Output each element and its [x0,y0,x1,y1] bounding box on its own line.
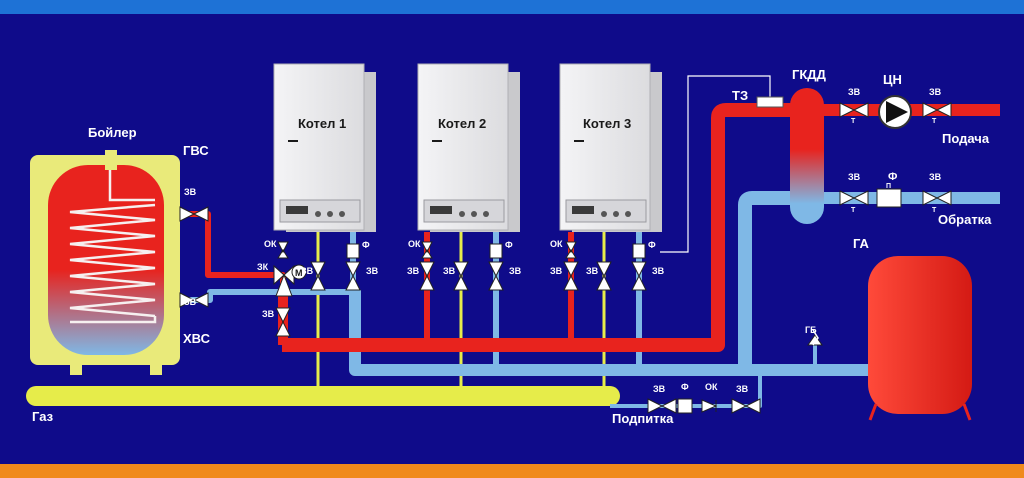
label-t: Т [851,118,856,125]
valve-icon [922,102,952,118]
label-kotel-1: Котел 1 [298,116,346,131]
filter-icon [632,243,646,259]
label-gb: ГБ [805,325,817,335]
label-ok: ОК [408,239,421,249]
label-zv: ЗВ [848,87,861,97]
label-ga: ГА [853,236,870,251]
label-zv: ЗВ [586,266,599,276]
label-zv: ЗВ [301,266,314,276]
label-zv: ЗВ [262,309,275,319]
filter-icon [489,243,503,259]
label-f: Ф [681,382,689,392]
valve-icon [922,190,952,206]
label-zv: ЗВ [366,266,379,276]
label-zv: ЗВ [652,266,665,276]
label-t: Т [932,207,937,214]
label-zv: ЗВ [929,87,942,97]
label-obratka: Обратка [938,212,992,227]
label-zv: ЗВ [848,172,861,182]
label-gvs: ГВС [183,143,209,158]
kotel-2 [417,63,520,232]
temperature-sensor [756,96,784,108]
gas-pipes [26,230,620,406]
label-kotel-3: Котел 3 [583,116,631,131]
expansion-tank [868,256,972,421]
label-zv: ЗВ [509,266,522,276]
filter-icon [677,398,693,414]
filter-icons [346,188,902,414]
boiler-tank [30,150,184,375]
label-zv: ЗВ [184,297,197,307]
label-hvs: ХВС [183,331,211,346]
label-zk: ЗК [257,262,269,272]
valve-icon [839,102,869,118]
top-bar [0,0,1024,14]
kotel-3 [559,63,662,232]
sensor-wire [660,75,771,253]
check-valve-icon [565,241,577,259]
label-f: Ф [505,240,513,250]
valve-icon [596,261,612,291]
label-zv: ЗВ [929,172,942,182]
label-ok: ОК [550,239,563,249]
valve-icon [563,261,579,291]
valve-icons [179,102,952,414]
valve-icon [310,261,326,291]
pump-icon [878,95,912,129]
safety-valve-icon [807,329,823,346]
label-boiler: Бойлер [88,125,137,140]
check-valve-icon [421,241,433,259]
label-ok: ОК [264,239,277,249]
filter-icon [346,243,360,259]
valve-icon [179,206,209,222]
valve-icon [647,398,677,414]
label-f-return: Ф [888,171,897,183]
coil-heat-exchanger [69,160,157,324]
label-zv: ЗВ [653,384,666,394]
label-f: Ф [362,240,370,250]
kotel-1 [273,63,376,232]
label-podpitka: Подпитка [612,411,674,426]
valve-icon [839,190,869,206]
label-f: Ф [648,240,656,250]
label-zv: ЗВ [550,266,563,276]
label-kotel-2: Котел 2 [438,116,486,131]
label-zv: ЗВ [736,384,749,394]
label-gas: Газ [32,409,54,424]
three-way-valve-icon [273,264,307,297]
label-m: М [295,268,303,278]
label-t: Т [851,207,856,214]
valve-icon [731,398,761,414]
label-tz: ТЗ [732,88,748,103]
check-valve-icon [701,399,718,413]
label-gkdd: ГКДД [792,67,827,82]
valve-icon [488,261,504,291]
label-zv: ЗВ [184,187,197,197]
bottom-bar [0,464,1024,478]
check-valve-icon [277,241,289,259]
valve-icon [345,261,361,291]
label-p: П [886,183,891,190]
hydraulic-separator [790,88,824,224]
valve-icon [275,307,291,337]
label-podacha: Подача [942,131,990,146]
label-zv: ЗВ [443,266,456,276]
label-cn: ЦН [883,72,902,87]
valve-icon [419,261,435,291]
valve-icon [179,292,209,308]
label-zv: ЗВ [407,266,420,276]
label-ok: ОК [705,382,718,392]
valve-icon [453,261,469,291]
label-t: Т [932,118,937,125]
valve-icon [631,261,647,291]
check-valve-icons [277,241,718,413]
labels: Бойлер ГВС ХВС Газ Котел 1 Котел 2 Котел… [32,67,992,426]
filter-icon [876,188,902,208]
